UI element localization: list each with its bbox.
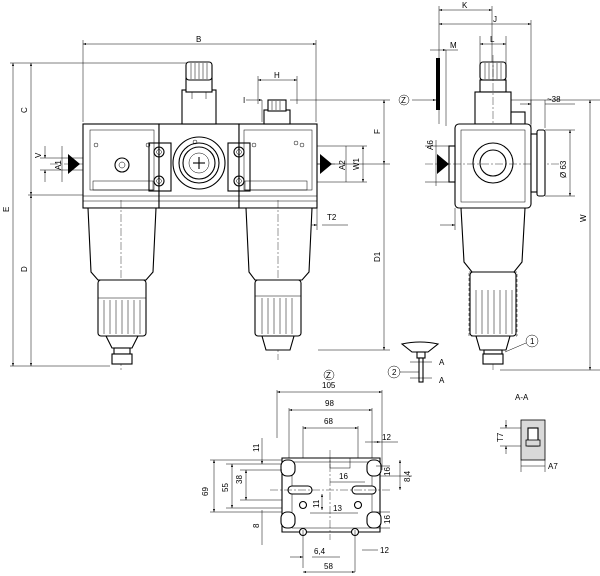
dim-A7-label: A7 [548, 462, 558, 471]
dim-B-label: B [196, 35, 201, 44]
dim-69-label: 69 [201, 487, 210, 496]
dim-C-label: C [20, 107, 29, 113]
regulator-knob [181, 61, 217, 125]
side-port-arrow-icon [437, 154, 449, 174]
dim-D-label: D [20, 266, 29, 272]
dim-64-label: 6,4 [314, 547, 326, 556]
dim-11b-label: 11 [312, 499, 321, 508]
dim-105-label: 105 [322, 381, 336, 390]
dim-D1-label: D1 [373, 251, 382, 262]
dim-T2-label: T2 [327, 213, 337, 222]
section-letter-top: A [439, 358, 445, 367]
right-port-arrow-icon [320, 154, 332, 174]
dim-12-top-label: 12 [382, 433, 391, 442]
dim-98-label: 98 [325, 399, 334, 408]
side-view: K J M L Z [387, 1, 600, 385]
lubricator-bowl [245, 200, 313, 360]
dim-left-group: E C D [2, 62, 190, 367]
dim-16b-label: 16 [383, 467, 392, 476]
filter-regulator-body [82, 123, 318, 209]
dim-W-label: W [579, 214, 588, 222]
dim-H-label: H [274, 71, 280, 80]
dim-55-label: 55 [221, 483, 230, 492]
dim-M-label: M [450, 41, 457, 50]
dim-B: B [82, 35, 317, 122]
dim-38-label: 38 [235, 475, 244, 484]
dim-84-label: 8,4 [403, 470, 412, 482]
dim-E-label: E [2, 207, 11, 212]
side-body [425, 123, 560, 209]
dim-V-label: V [34, 152, 43, 158]
dim-11-label: 11 [252, 443, 261, 452]
dim-A6: A6 [425, 140, 455, 186]
lubricator-cap [263, 99, 291, 125]
dim-d63-label: Ø 63 [559, 160, 568, 178]
front-view: B E C D V A1 [2, 35, 390, 370]
drain-detail: A A 2 [387, 341, 445, 385]
filter-bowl [87, 200, 157, 370]
dim-8-label: 8 [252, 523, 261, 528]
dim-d63: Ø 63 [545, 129, 575, 197]
dim-16a-label: 16 [339, 472, 348, 481]
dim-T7-label: T7 [496, 432, 505, 442]
dim-approx38: ~38 [520, 95, 575, 128]
dim-13-label: 13 [333, 504, 342, 513]
section-letter-bottom: A [439, 376, 445, 385]
dim-A2-label: A2 [338, 160, 347, 170]
callout-1: 1 [504, 334, 539, 353]
callout-2-label: 2 [392, 368, 397, 377]
dim-F-label: F [373, 129, 382, 134]
dim-H-I: H I [243, 71, 298, 122]
dim-J-label: J [493, 15, 497, 24]
dim-A6-label: A6 [426, 140, 435, 150]
dim-68-label: 68 [324, 417, 333, 426]
mounting-plate: Z 105 98 68 12 [201, 369, 412, 574]
section-detail: A-A T7 A7 [496, 393, 558, 472]
dim-16c-label: 16 [383, 515, 392, 524]
dim-I-label: I [243, 96, 245, 105]
section-title: A-A [515, 393, 529, 402]
dim-V-A1: V A1 [34, 146, 84, 182]
dim-58-label: 58 [324, 562, 333, 571]
dim-approx38-label: ~38 [547, 95, 561, 104]
dim-W1-label: W1 [352, 157, 361, 170]
dim-M-L: M L [430, 35, 507, 126]
plate-view-marker: Z [326, 371, 331, 380]
view-marker-z: Z [398, 58, 440, 110]
dim-12-bottom-label: 12 [380, 546, 389, 555]
dim-W: W [500, 99, 600, 371]
dim-L-label: L [490, 35, 495, 44]
view-marker-z-label: Z [401, 96, 406, 105]
side-bowl [460, 207, 526, 365]
dim-A1-label: A1 [54, 160, 63, 170]
dim-K-label: K [462, 1, 468, 10]
callout-1-label: 1 [530, 337, 535, 346]
